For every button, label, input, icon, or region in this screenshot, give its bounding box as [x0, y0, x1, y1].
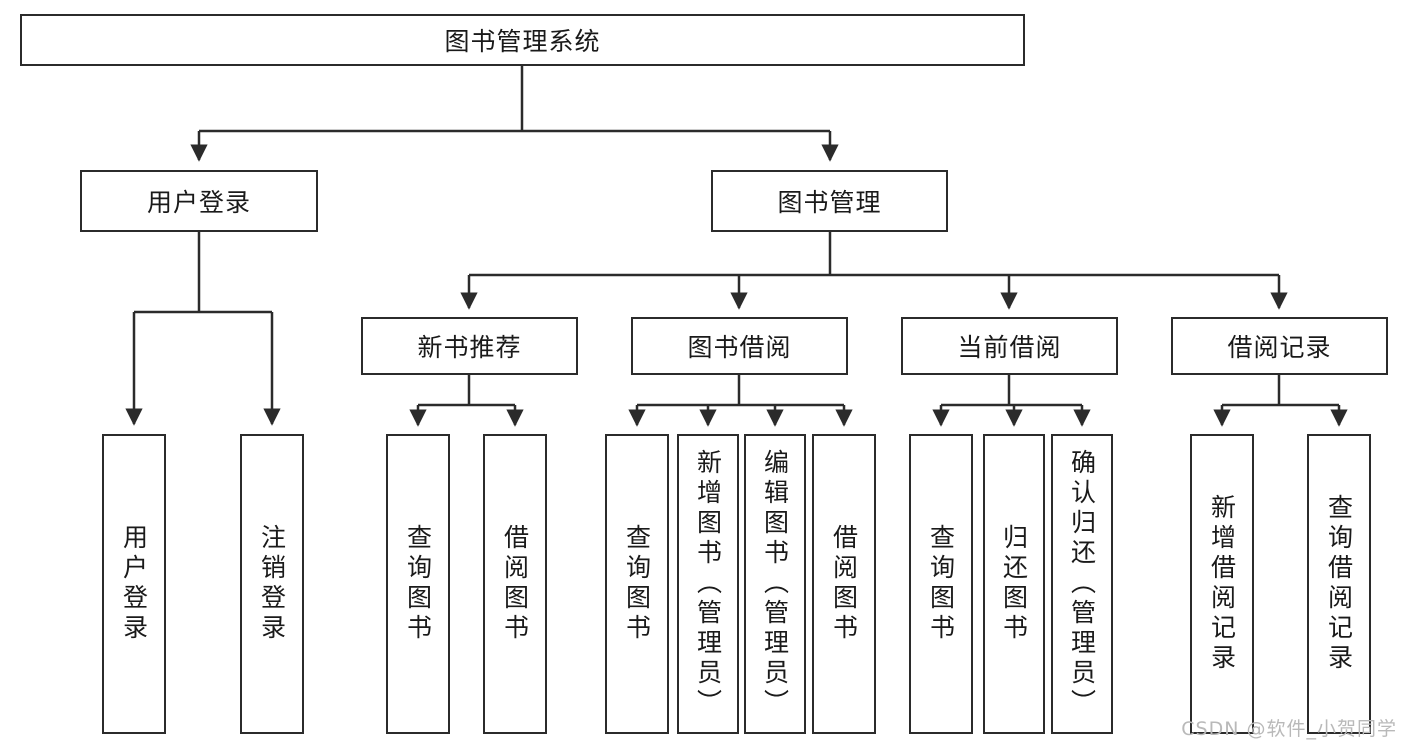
- leaf-add-book-admin-label: 新增图书（管理员）: [693, 449, 723, 719]
- leaf-user-login-label: 用户登录: [119, 524, 149, 644]
- node-book-management-label: 图书管理: [777, 188, 882, 217]
- node-new-book-recommend-label: 新书推荐: [417, 333, 522, 362]
- leaf-query-book-current-label: 查询图书: [926, 524, 956, 644]
- leaf-return-book-label: 归还图书: [999, 524, 1029, 644]
- node-book-borrow[interactable]: 图书借阅: [631, 317, 848, 375]
- leaf-query-book-recommend[interactable]: 查询图书: [386, 434, 450, 734]
- leaf-query-borrow-record[interactable]: 查询借阅记录: [1307, 434, 1371, 734]
- leaf-query-borrow-record-label: 查询借阅记录: [1324, 494, 1354, 674]
- node-borrow-record[interactable]: 借阅记录: [1171, 317, 1388, 375]
- leaf-user-login[interactable]: 用户登录: [102, 434, 166, 734]
- leaf-query-book-borrow[interactable]: 查询图书: [605, 434, 669, 734]
- leaf-query-book-recommend-label: 查询图书: [403, 524, 433, 644]
- leaf-edit-book-admin[interactable]: 编辑图书（管理员）: [744, 434, 806, 734]
- node-root[interactable]: 图书管理系统: [20, 14, 1025, 66]
- node-current-borrow[interactable]: 当前借阅: [901, 317, 1118, 375]
- node-borrow-record-label: 借阅记录: [1227, 333, 1332, 362]
- leaf-confirm-return-admin[interactable]: 确认归还（管理员）: [1051, 434, 1113, 734]
- node-user-login-label: 用户登录: [146, 188, 251, 217]
- node-root-label: 图书管理系统: [444, 27, 601, 56]
- leaf-query-book-borrow-label: 查询图书: [622, 524, 652, 644]
- node-new-book-recommend[interactable]: 新书推荐: [361, 317, 578, 375]
- watermark: CSDN @软件_小贺同学: [1181, 718, 1397, 740]
- node-user-login[interactable]: 用户登录: [80, 170, 318, 232]
- node-current-borrow-label: 当前借阅: [957, 333, 1062, 362]
- leaf-edit-book-admin-label: 编辑图书（管理员）: [760, 449, 790, 719]
- leaf-logout[interactable]: 注销登录: [240, 434, 304, 734]
- leaf-add-borrow-record[interactable]: 新增借阅记录: [1190, 434, 1254, 734]
- leaf-add-book-admin[interactable]: 新增图书（管理员）: [677, 434, 739, 734]
- node-book-borrow-label: 图书借阅: [687, 333, 792, 362]
- leaf-add-borrow-record-label: 新增借阅记录: [1207, 494, 1237, 674]
- leaf-borrow-book-recommend[interactable]: 借阅图书: [483, 434, 547, 734]
- leaf-logout-label: 注销登录: [257, 524, 287, 644]
- leaf-borrow-book-recommend-label: 借阅图书: [500, 524, 530, 644]
- node-book-management[interactable]: 图书管理: [711, 170, 948, 232]
- leaf-borrow-book-label: 借阅图书: [829, 524, 859, 644]
- leaf-confirm-return-admin-label: 确认归还（管理员）: [1067, 449, 1097, 719]
- leaf-borrow-book[interactable]: 借阅图书: [812, 434, 876, 734]
- leaf-query-book-current[interactable]: 查询图书: [909, 434, 973, 734]
- leaf-return-book[interactable]: 归还图书: [983, 434, 1045, 734]
